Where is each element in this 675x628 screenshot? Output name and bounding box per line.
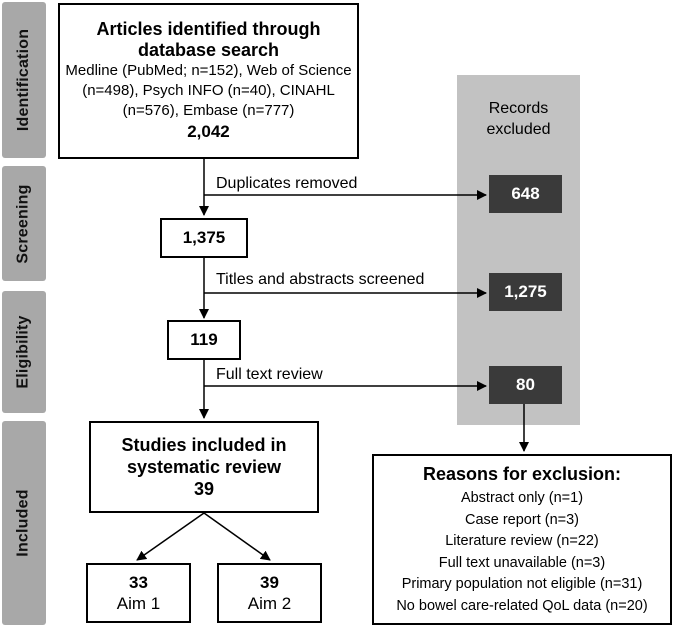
- stage-eligibility: Eligibility: [2, 291, 46, 413]
- full-text-count: 80: [516, 375, 535, 394]
- stage-screening: Screening: [2, 166, 46, 281]
- aim1-box: 33 Aim 1: [86, 563, 191, 623]
- full-text-count-box: 80: [489, 366, 562, 404]
- arrow-to-aim2: [203, 512, 271, 561]
- included-count: 39: [193, 479, 215, 499]
- screened-box: 1,375: [160, 218, 248, 258]
- identified-title-line1: Articles identified through: [96, 19, 321, 39]
- reasons-title: Reasons for exclusion:: [422, 464, 622, 484]
- stage-identification: Identification: [2, 2, 46, 158]
- screened-count: 1,375: [182, 228, 226, 247]
- reason-item: Primary population not eligible (n=31): [401, 576, 643, 592]
- duplicates-count-box: 648: [489, 175, 562, 213]
- titles-abstracts-count-box: 1,275: [489, 273, 562, 311]
- stage-identification-label: Identification: [15, 28, 33, 132]
- identified-box: Articles identified through database sea…: [58, 3, 359, 159]
- duplicates-count: 648: [511, 184, 540, 203]
- reason-item: Full text unavailable (n=3): [438, 554, 606, 571]
- titles-abstracts-label: Titles and abstracts screened: [216, 271, 425, 288]
- aim2-label: Aim 2: [247, 594, 292, 613]
- eligible-box: 119: [167, 320, 241, 360]
- stage-included: Included: [2, 421, 46, 625]
- excluded-header: Records excluded: [457, 98, 580, 140]
- eligible-count: 119: [190, 330, 218, 349]
- identified-sources-line1: Medline (PubMed; n=152), Web of Science: [65, 62, 352, 79]
- reason-item: Case report (n=3): [464, 511, 580, 528]
- full-text-label: Full text review: [216, 366, 323, 383]
- arrow-to-aim1: [136, 512, 205, 561]
- stage-screening-label: Screening: [15, 183, 33, 264]
- stage-eligibility-label: Eligibility: [15, 315, 33, 389]
- excluded-header-line2: excluded: [486, 121, 551, 138]
- aim2-box: 39 Aim 2: [217, 563, 322, 623]
- aim1-label: Aim 1: [116, 594, 161, 613]
- duplicates-label: Duplicates removed: [216, 175, 358, 192]
- identified-sources-line2: (n=498), Psych INFO (n=40), CINAHL: [82, 82, 335, 99]
- included-title-line2: systematic review: [126, 457, 282, 477]
- reason-item: Literature review (n=22): [445, 533, 599, 549]
- reasons-box: Reasons for exclusion: Abstract only (n=…: [372, 454, 672, 625]
- identified-total: 2,042: [187, 122, 230, 141]
- reason-item: Abstract only (n=1): [460, 490, 584, 506]
- aim2-count: 39: [260, 573, 279, 592]
- stage-included-label: Included: [15, 489, 33, 557]
- excluded-header-line1: Records: [488, 100, 549, 117]
- aim1-count: 33: [129, 573, 148, 592]
- identified-sources-line3: (n=576), Embase (n=777): [122, 102, 295, 119]
- identified-title-line2: database search: [137, 40, 280, 60]
- titles-abstracts-count: 1,275: [504, 282, 547, 301]
- included-title-line1: Studies included in: [121, 435, 287, 455]
- included-box: Studies included in systematic review 39: [89, 421, 319, 513]
- reason-item: No bowel care-related QoL data (n=20): [396, 597, 648, 614]
